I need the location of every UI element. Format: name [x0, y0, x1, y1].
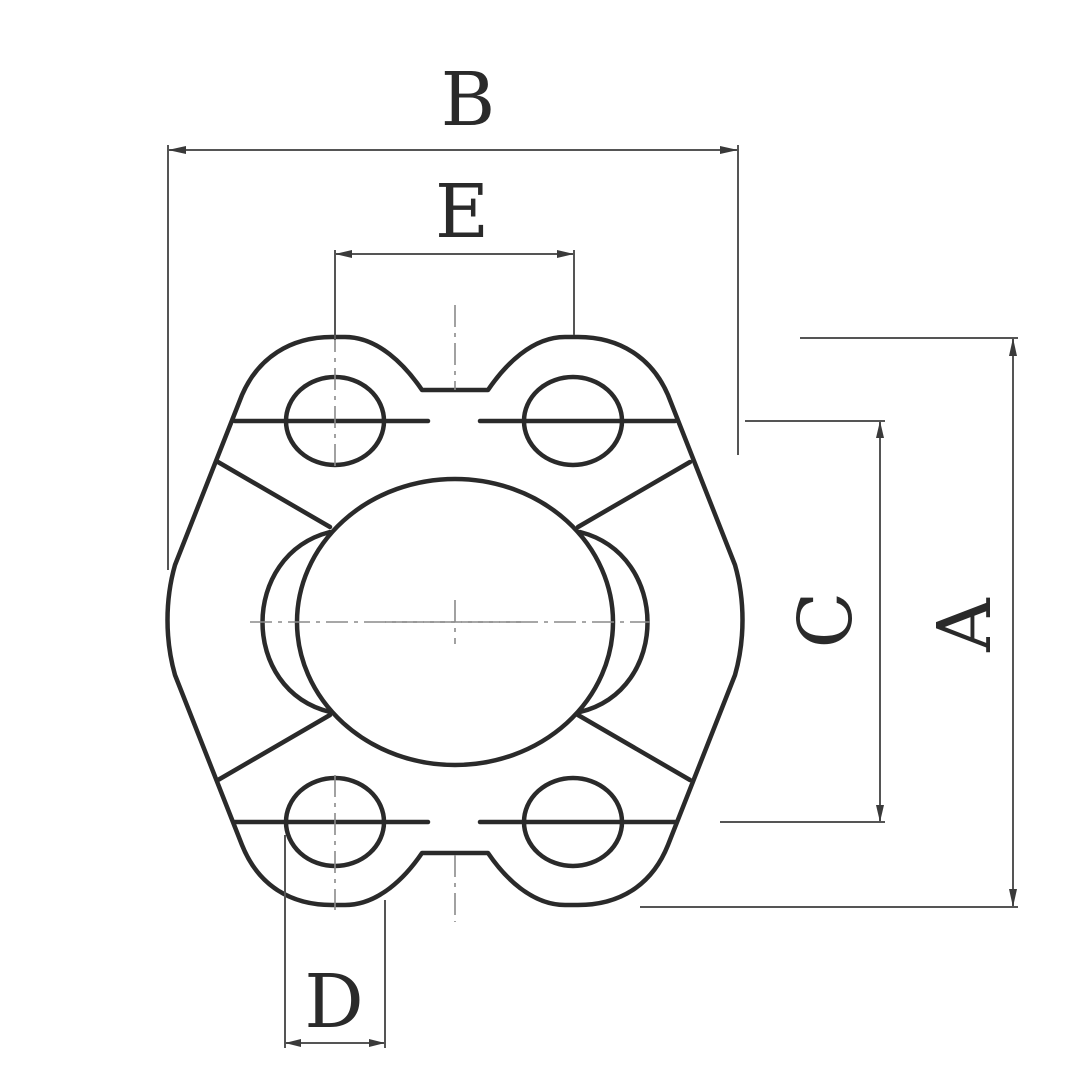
- flange-outline: [165, 334, 745, 908]
- rib-bottom-left: [215, 712, 333, 783]
- dim-b-label: B: [441, 57, 495, 143]
- rib-bottom-right: [575, 712, 693, 783]
- dim-d-arrow-left: [285, 1039, 301, 1047]
- rib-top-right: [575, 459, 693, 530]
- dim-a-label: A: [922, 597, 1008, 653]
- dim-e-arrow-left: [335, 250, 352, 258]
- dim-e-arrow-right: [557, 250, 574, 258]
- dim-c-label: C: [783, 592, 869, 649]
- dim-c-arrow-bottom: [876, 805, 884, 822]
- dim-c-arrow-top: [876, 421, 884, 438]
- dim-a-arrow-top: [1009, 338, 1017, 356]
- dim-d-label: D: [304, 959, 363, 1045]
- dim-b-arrow-right: [720, 146, 738, 154]
- bolt-hole-top-right: [521, 374, 625, 468]
- dim-e-label: E: [435, 169, 489, 255]
- dim-d-arrow-right: [369, 1039, 385, 1047]
- dim-a-arrow-bottom: [1009, 889, 1017, 907]
- dim-b-arrow-left: [168, 146, 186, 154]
- bolt-hole-bottom-right: [521, 775, 625, 869]
- rib-top-left: [215, 459, 333, 530]
